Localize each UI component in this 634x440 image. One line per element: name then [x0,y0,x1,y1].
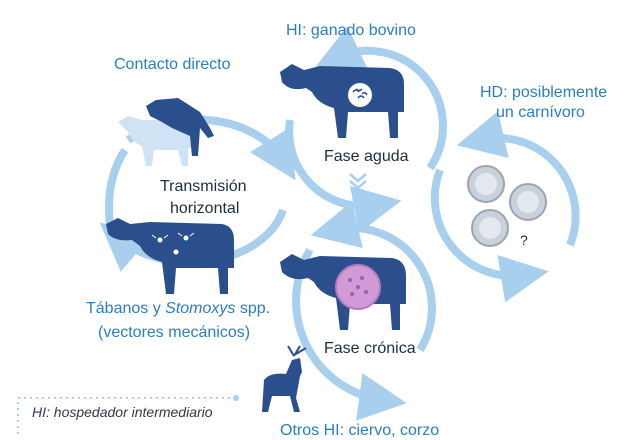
deer-silhouette-icon [262,345,307,412]
legend-border [17,395,239,434]
vectors-label-line1: Tábanos y Stomoxys spp. [86,300,271,317]
horizontal-transmission-line1: Transmisión [160,178,247,195]
hd-label-line1: HD: posiblemente [480,84,608,101]
unknown-host-mark: ? [520,232,528,248]
chevron-down-icon [349,173,367,190]
mating-cows-icon [118,98,214,166]
cow-silhouette-acute [280,64,404,138]
infested-cow-icon [106,218,234,294]
bradyzoite-cyst-icon [335,264,381,310]
direct-contact-label: Contacto directo [114,56,231,73]
chronic-phase-arrows [292,201,436,421]
hi-cattle-label: HI: ganado bovino [286,22,416,39]
fly-icons [151,232,195,255]
definitive-host-arrows [430,111,580,303]
legend-text: HI: hospedador intermediario [32,404,213,420]
legend-box: HI: hospedador intermediario [14,394,244,434]
other-hosts-label: Otros HI: ciervo, corzo [280,422,440,439]
horizontal-transmission-line2: horizontal [170,200,240,217]
vectors-label-line2: (vectores mecánicos) [98,324,251,341]
hd-label-line2: un carnívoro [496,104,585,121]
oocyst-icons [467,165,547,247]
tachyzoite-cluster-icon [348,83,372,107]
acute-phase-label: Fase aguda [324,148,409,165]
chronic-phase-label: Fase crónica [324,340,416,357]
